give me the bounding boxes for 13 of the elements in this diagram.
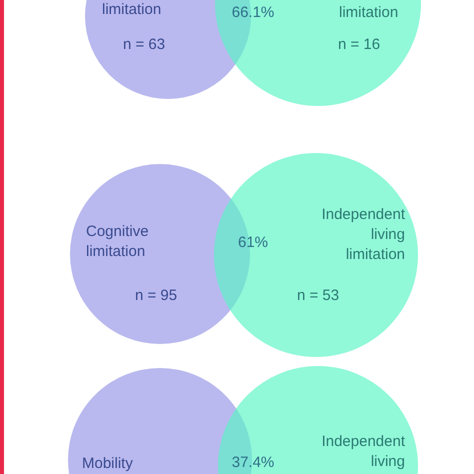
- overlap-percentage: 66.1%: [232, 3, 274, 23]
- sample-size: n = 63: [123, 35, 166, 55]
- set-label: limitation: [339, 3, 398, 23]
- set-label: Independent living limitation: [320, 205, 405, 265]
- sample-size: n = 95: [135, 286, 178, 306]
- set-label: Cognitive limitation: [86, 222, 150, 262]
- set-label: Independent living: [320, 432, 405, 472]
- overlap-percentage: 37.4%: [232, 453, 274, 473]
- sample-size: n = 16: [338, 35, 380, 55]
- overlap-percentage: 61%: [238, 233, 268, 253]
- set-label: Mobility: [82, 454, 134, 474]
- sample-size: n = 53: [297, 286, 340, 306]
- set-label: limitation: [102, 0, 162, 20]
